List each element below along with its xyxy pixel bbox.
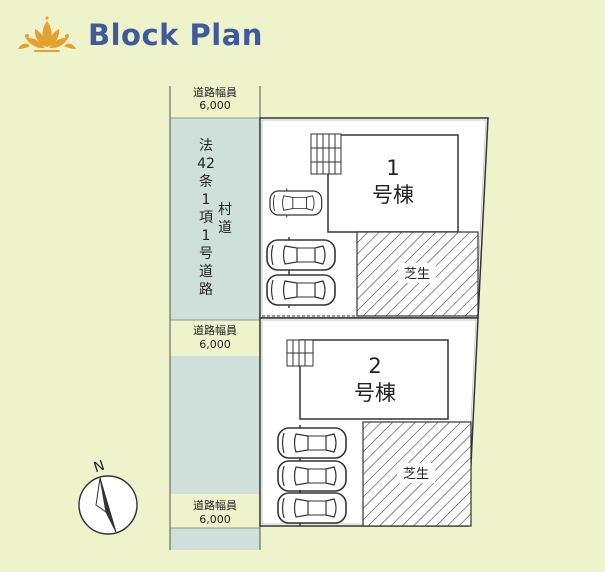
building-1-number: 1: [386, 156, 399, 180]
road-width-label-bottom: 道路幅員: [193, 498, 237, 512]
svg-text:1: 1: [202, 192, 211, 208]
lawn-1-label: 芝生: [404, 266, 430, 282]
svg-text:路: 路: [199, 282, 213, 298]
parking-car-6: [277, 489, 347, 527]
building-2-number: 2: [368, 354, 381, 378]
svg-text:42: 42: [197, 156, 215, 172]
lotus-flower-logo: [18, 16, 76, 52]
road-width-label-middle: 道路幅員: [193, 323, 237, 337]
parking-car-5: [277, 457, 347, 495]
building-1: [327, 134, 459, 233]
road-classification-label: 法 42 条 1 項 1 号 道 路 村 道: [197, 138, 232, 298]
svg-text:号: 号: [199, 246, 213, 262]
lawn-2-label: 芝生: [403, 466, 429, 482]
north-arrow-icon: N: [78, 458, 138, 535]
svg-text:道: 道: [218, 220, 232, 236]
svg-text:法: 法: [199, 138, 213, 154]
svg-text:道: 道: [199, 264, 213, 280]
road-width-label-top: 道路幅員: [193, 85, 237, 99]
road-width-value-middle: 6,000: [199, 338, 231, 351]
parking-car-1: [269, 187, 323, 219]
header: Block Plan: [14, 12, 263, 58]
parking-car-4: [277, 424, 347, 462]
page-title: Block Plan: [88, 18, 263, 52]
svg-text:村: 村: [218, 202, 232, 218]
north-label: N: [92, 458, 107, 476]
road-strip: [170, 86, 260, 550]
stairs-1: [310, 133, 342, 175]
road-width-value-top: 6,000: [199, 99, 231, 112]
road-width-value-bottom: 6,000: [199, 513, 231, 526]
svg-text:1: 1: [202, 228, 211, 244]
stairs-2: [286, 339, 314, 367]
parking-car-2: [266, 236, 336, 274]
building-1-label: 号棟: [372, 183, 414, 207]
svg-text:条: 条: [199, 173, 213, 190]
parking-car-3: [266, 271, 336, 309]
building-2-label: 号棟: [354, 381, 396, 405]
svg-text:項: 項: [199, 210, 213, 226]
building-2: [299, 339, 449, 420]
